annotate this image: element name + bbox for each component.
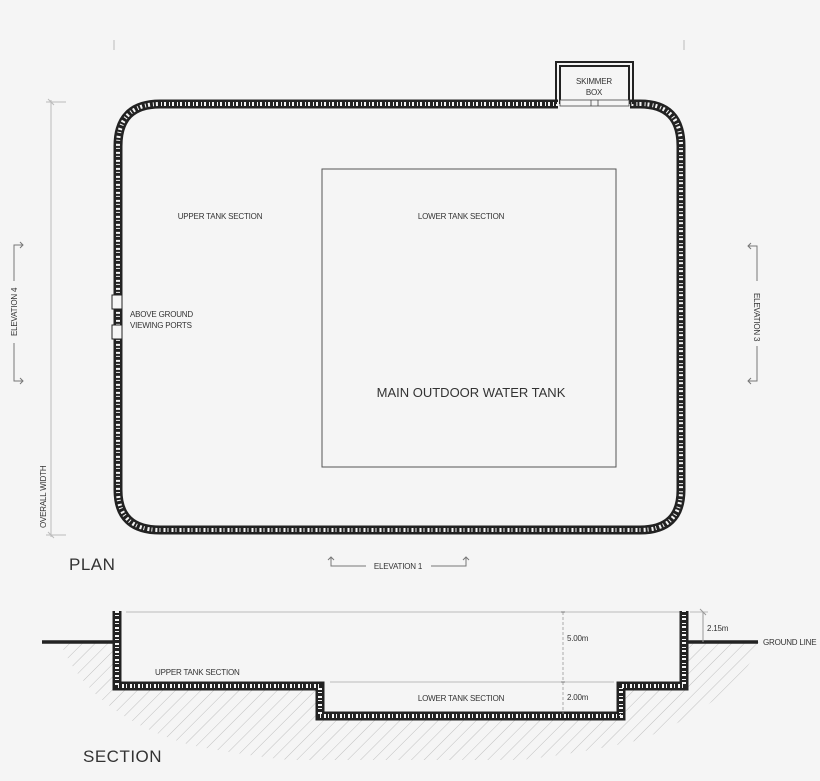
- viewing-ports-label-line2: VIEWING PORTS: [130, 321, 192, 330]
- upper-tank-label-plan: UPPER TANK SECTION: [178, 212, 263, 221]
- ground-line-label: GROUND LINE: [763, 638, 816, 647]
- section-title: SECTION: [83, 747, 162, 766]
- lower-tank-outline: [321, 168, 617, 468]
- elevation-1-label: ELEVATION 1: [374, 562, 423, 571]
- above-ground-dimension: 2.15m: [707, 624, 729, 633]
- plan-view: SKIMMER BOX ABOVE GROUND VIEWING PORTS U…: [10, 61, 761, 574]
- lower-depth-dimension: 2.00m: [567, 693, 589, 702]
- elevation-1-marker: ELEVATION 1: [327, 556, 470, 571]
- tank-wall-plan: [113, 99, 686, 535]
- skimmer-label-line1: SKIMMER: [576, 77, 612, 86]
- upper-depth-dimension: 5.00m: [567, 634, 589, 643]
- section-dimensions: 5.00m 2.00m 2.15m: [561, 608, 729, 714]
- main-tank-label: MAIN OUTDOOR WATER TANK: [377, 385, 566, 400]
- elevation-3-label: ELEVATION 3: [752, 293, 761, 342]
- plan-title: PLAN: [69, 555, 115, 574]
- upper-tank-label-section: UPPER TANK SECTION: [155, 668, 240, 677]
- viewing-ports: ABOVE GROUND VIEWING PORTS: [111, 294, 194, 340]
- skimmer-label-line2: BOX: [586, 88, 603, 97]
- tank-wall-section: [112, 611, 689, 721]
- viewing-ports-label-line1: ABOVE GROUND: [130, 310, 193, 319]
- overall-width-dimension: [46, 98, 66, 539]
- elevation-4-label: ELEVATION 4: [10, 287, 19, 336]
- elevation-4-marker: ELEVATION 4: [10, 241, 24, 385]
- lower-tank-label-plan: LOWER TANK SECTION: [418, 212, 505, 221]
- overall-width-label: OVERALL WIDTH: [39, 465, 48, 528]
- elevation-3-marker: ELEVATION 3: [747, 242, 761, 385]
- section-view: 5.00m 2.00m 2.15m UPPER TANK SECTION LOW…: [42, 608, 817, 766]
- skimmer-box: SKIMMER BOX: [555, 61, 634, 107]
- lower-tank-label-section: LOWER TANK SECTION: [418, 694, 505, 703]
